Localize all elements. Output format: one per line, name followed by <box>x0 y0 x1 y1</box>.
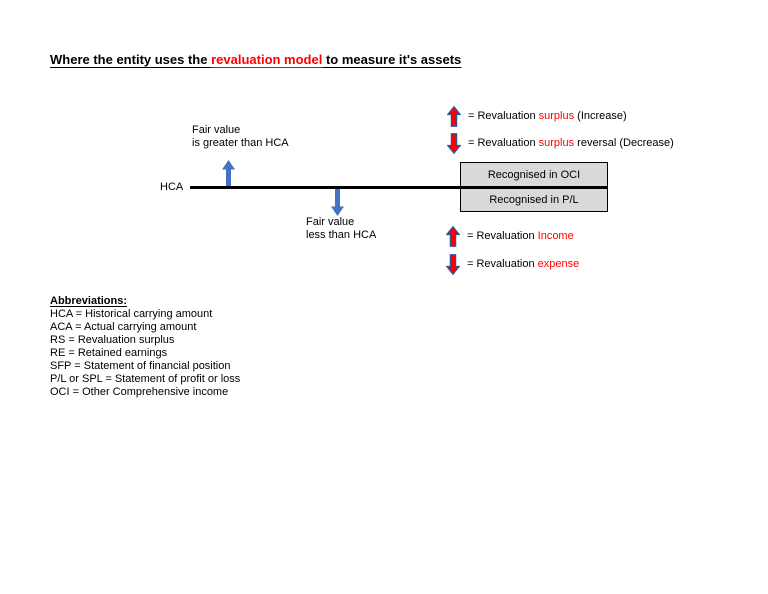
abbreviations-heading: Abbreviations: <box>50 295 128 307</box>
box-recognised-in-pl: Recognised in P/L <box>460 187 608 212</box>
abbreviation-item: P/L or SPL = Statement of profit or loss <box>50 373 241 385</box>
abbreviation-item: ACA = Actual carrying amount <box>50 321 197 333</box>
title-text-prefix: Where the entity uses the <box>50 52 212 67</box>
legend-label: = Revaluation Income <box>467 230 574 242</box>
label-fair-value-greater: Fair value is greater than HCA <box>192 124 289 150</box>
legend-revaluation-expense: = Revaluation expense <box>446 254 579 275</box>
box-pl-label: Recognised in P/L <box>489 193 579 206</box>
title-text-suffix: to measure it's assets <box>322 52 462 67</box>
abbreviation-item: RE = Retained earnings <box>50 347 168 359</box>
box-oci-label: Recognised in OCI <box>487 168 581 181</box>
blue-up-arrow-icon <box>222 160 235 188</box>
red-up-arrow-icon <box>446 226 460 247</box>
red-up-arrow-icon <box>447 106 461 127</box>
legend-label: = Revaluation surplus (Increase) <box>468 110 627 122</box>
legend-label: = Revaluation expense <box>467 258 580 270</box>
legend-revaluation-income: = Revaluation Income <box>446 226 574 247</box>
label-line-2: is greater than HCA <box>192 137 289 149</box>
red-down-arrow-icon <box>447 133 461 154</box>
abbreviations-list: Abbreviations: HCA = Historical carrying… <box>50 295 240 399</box>
hca-line <box>190 186 608 189</box>
label-line-1: Fair value <box>306 216 355 228</box>
abbreviation-item: RS = Revaluation surplus <box>50 334 175 346</box>
legend-revaluation-surplus: = Revaluation surplus (Increase) <box>447 106 627 127</box>
title-highlight: revaluation model <box>211 52 323 67</box>
red-down-arrow-icon <box>446 254 460 275</box>
abbreviation-item: SFP = Statement of financial position <box>50 360 231 372</box>
page-title: Where the entity uses the revaluation mo… <box>50 52 461 67</box>
abbreviation-item: OCI = Other Comprehensive income <box>50 386 229 398</box>
label-line-1: Fair value <box>192 124 241 136</box>
box-recognised-in-oci: Recognised in OCI <box>460 162 608 187</box>
legend-label: = Revaluation surplus reversal (Decrease… <box>468 137 674 149</box>
abbreviation-item: HCA = Historical carrying amount <box>50 308 213 320</box>
legend-revaluation-surplus-reversal: = Revaluation surplus reversal (Decrease… <box>447 133 674 154</box>
label-line-2: less than HCA <box>306 229 377 241</box>
axis-label-hca: HCA <box>160 181 184 193</box>
label-fair-value-less: Fair value less than HCA <box>306 216 376 242</box>
blue-down-arrow-icon <box>331 189 344 216</box>
